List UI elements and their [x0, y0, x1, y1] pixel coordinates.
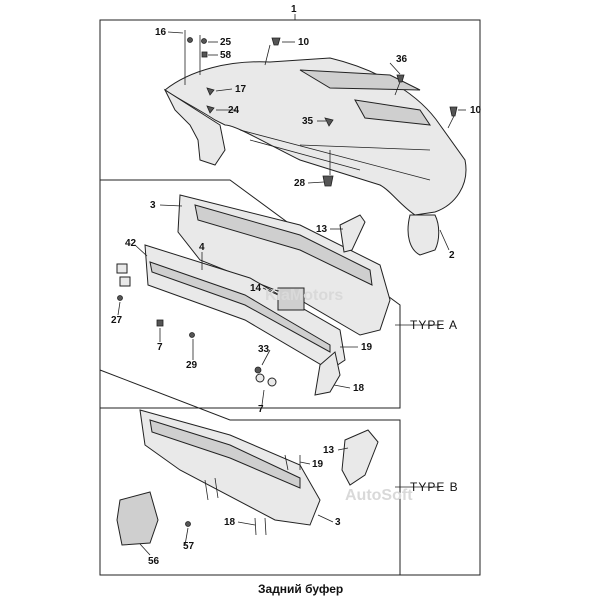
type-b-fasteners [185, 454, 301, 536]
label-13-b: 13 [323, 445, 335, 456]
label-10-a: 10 [298, 37, 310, 48]
label-17: 17 [235, 84, 247, 95]
label-3-a: 3 [150, 200, 156, 211]
label-42: 42 [125, 238, 137, 249]
part-14 [277, 287, 305, 311]
label-18-a: 18 [353, 383, 365, 394]
label-1: 1 [291, 4, 297, 15]
diagram-caption: Задний буфер [258, 582, 343, 596]
label-29: 29 [186, 360, 198, 371]
label-57: 57 [183, 541, 195, 552]
label-25: 25 [220, 37, 232, 48]
watermark-kiamotors: KiaMotors [265, 287, 343, 304]
label-14: 14 [250, 283, 262, 294]
bracket-13-a [339, 214, 366, 253]
bumper-cover [163, 57, 467, 256]
leader-lines [117, 31, 466, 556]
label-27: 27 [111, 315, 123, 326]
label-28: 28 [294, 178, 306, 189]
label-3-b: 3 [335, 517, 341, 528]
label-4: 4 [199, 242, 205, 253]
type-a-label: TYPE A [410, 318, 458, 332]
label-18-b: 18 [224, 517, 236, 528]
label-24: 24 [228, 105, 240, 116]
label-19-b: 19 [312, 459, 324, 470]
type-b-label: TYPE B [410, 480, 459, 494]
label-58: 58 [220, 50, 232, 61]
label-35: 35 [302, 116, 314, 127]
label-13-a: 13 [316, 224, 328, 235]
bracket-13-b [341, 429, 379, 486]
watermark-autosoft: AutoSoft [345, 487, 413, 504]
type-a-fasteners [116, 263, 341, 396]
label-56: 56 [148, 556, 160, 567]
top-fasteners [184, 30, 458, 187]
label-16: 16 [155, 27, 167, 38]
label-10-b: 10 [470, 105, 482, 116]
label-19-a: 19 [361, 342, 373, 353]
label-7-b: 7 [258, 404, 264, 415]
label-36: 36 [396, 54, 408, 65]
label-7-a: 7 [157, 342, 163, 353]
label-2: 2 [449, 250, 455, 261]
type-b-frame [99, 369, 401, 576]
label-33: 33 [258, 344, 270, 355]
part-56 [116, 491, 159, 546]
